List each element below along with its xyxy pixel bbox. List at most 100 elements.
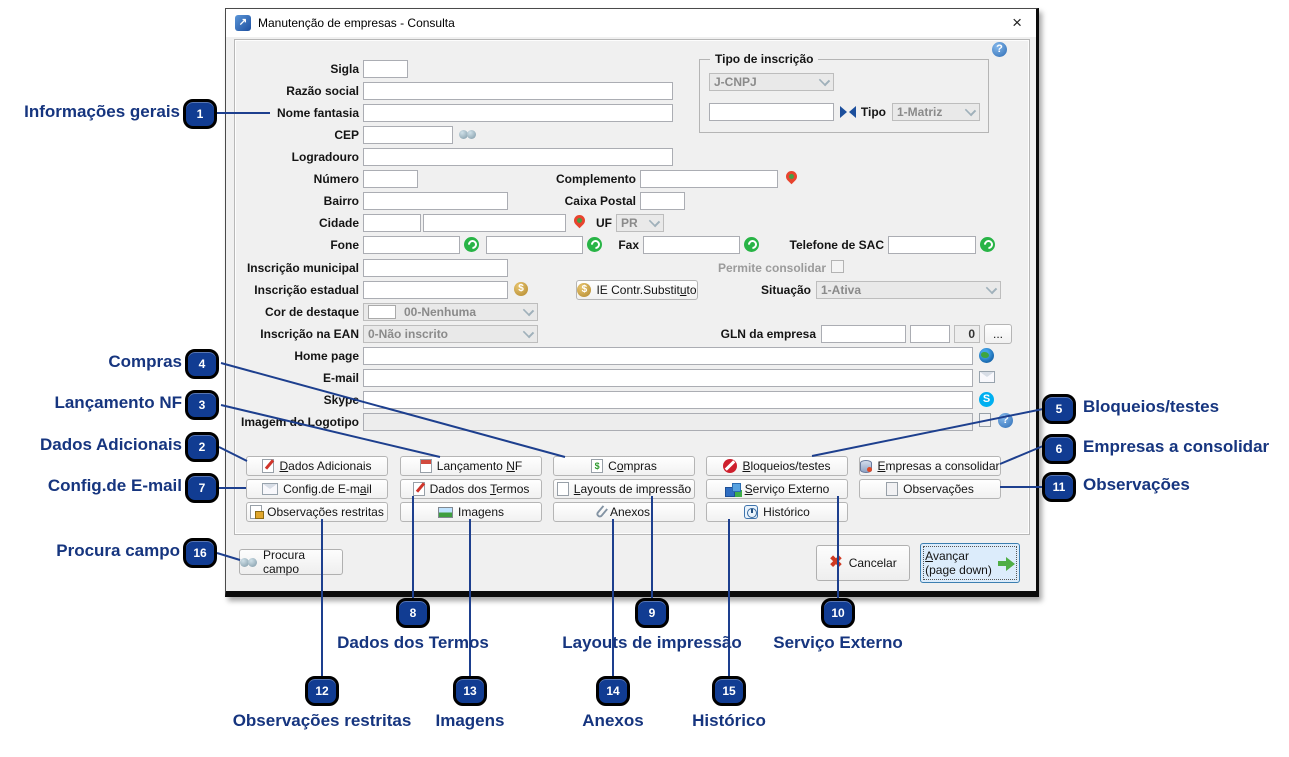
- dados-termos-button[interactable]: Dados dos Termos: [400, 479, 542, 499]
- email-input[interactable]: [363, 369, 973, 387]
- inscricao-municipal-input[interactable]: [363, 259, 508, 277]
- config-email-button[interactable]: Config.de E-mail: [246, 479, 388, 499]
- callout-label-dados-termos: Dados dos Termos: [337, 633, 489, 652]
- callout-label-observacoes-restritas: Observações restritas: [232, 711, 412, 730]
- skype-icon[interactable]: [979, 392, 994, 407]
- callout-badge-6: 6: [1042, 434, 1076, 464]
- nome-fantasia-input[interactable]: [363, 104, 673, 122]
- dados-adicionais-button[interactable]: Dados Adicionais: [246, 456, 388, 476]
- close-icon[interactable]: ×: [1012, 13, 1022, 32]
- gln-input[interactable]: [821, 325, 906, 343]
- bloqueios-testes-button[interactable]: Bloqueios/testes: [706, 456, 848, 476]
- button-label: Observações: [903, 482, 974, 496]
- block-icon: [723, 459, 738, 473]
- caixa-postal-input[interactable]: [640, 192, 685, 210]
- dialog-manutencao-empresas: Manutenção de empresas - Consulta × Sigl…: [225, 8, 1039, 597]
- receita-federal-icon[interactable]: [840, 106, 856, 118]
- whatsapp-icon[interactable]: [980, 237, 995, 252]
- imagens-button[interactable]: Imagens: [400, 502, 542, 522]
- inscricao-estadual-input[interactable]: [363, 281, 508, 299]
- terms-pencil-icon: [412, 482, 425, 496]
- inscricao-ean-select: 0-Não inscrito: [363, 325, 538, 343]
- inscricao-ean-label: Inscrição na EAN: [260, 327, 359, 341]
- cep-label: CEP: [334, 128, 359, 142]
- logradouro-label: Logradouro: [291, 150, 359, 164]
- gold-coin-icon[interactable]: [514, 282, 528, 296]
- observacoes-restritas-button[interactable]: Observações restritas: [246, 502, 388, 522]
- chevron-down-icon: [985, 282, 998, 295]
- avancar-sublabel: (page down): [925, 563, 992, 577]
- callout-badge-16: 16: [183, 538, 217, 568]
- home-page-input[interactable]: [363, 347, 973, 365]
- numero-input[interactable]: [363, 170, 418, 188]
- skype-input[interactable]: [363, 391, 973, 409]
- uf-label: UF: [596, 216, 612, 230]
- chevron-down-icon: [964, 104, 977, 117]
- cidade-codigo-input[interactable]: [363, 214, 421, 232]
- help-icon[interactable]: [998, 413, 1013, 428]
- paperclip-icon: [594, 505, 609, 519]
- avancar-button[interactable]: Avançar (page down): [920, 543, 1020, 583]
- button-label: Compras: [608, 459, 657, 473]
- complemento-input[interactable]: [640, 170, 778, 188]
- image-icon: [437, 506, 453, 518]
- imagem-logotipo-input: [363, 413, 973, 431]
- purchase-doc-icon: [591, 459, 604, 473]
- title-bar: Manutenção de empresas - Consulta ×: [226, 9, 1036, 37]
- telefone-sac-input[interactable]: [888, 236, 976, 254]
- tipo-inscricao-legend: Tipo de inscrição: [710, 52, 819, 66]
- invoice-icon: [419, 459, 432, 473]
- whatsapp-icon[interactable]: [464, 237, 479, 252]
- historico-button[interactable]: Histórico: [706, 502, 848, 522]
- document-icon[interactable]: [979, 413, 991, 427]
- razao-social-input[interactable]: [363, 82, 673, 100]
- button-label: Lançamento NF: [436, 459, 523, 473]
- envelope-icon[interactable]: [979, 371, 995, 383]
- cancelar-button[interactable]: ✖ Cancelar: [816, 545, 910, 581]
- button-label: Histórico: [763, 505, 810, 519]
- compras-button[interactable]: Compras: [553, 456, 695, 476]
- cidade-nome-input[interactable]: [423, 214, 566, 232]
- logradouro-input[interactable]: [363, 148, 673, 166]
- imagem-logotipo-label: Imagem do Logotipo: [241, 415, 359, 429]
- chevron-down-icon: [522, 304, 535, 317]
- procura-campo-button[interactable]: Procura campo: [239, 548, 343, 576]
- layouts-impressao-button[interactable]: Layouts de impressão: [553, 479, 695, 499]
- observacoes-button[interactable]: Observações: [859, 479, 1001, 499]
- chevron-down-icon: [522, 326, 535, 339]
- sigla-input[interactable]: [363, 60, 408, 78]
- whatsapp-icon[interactable]: [744, 237, 759, 252]
- fone1-input[interactable]: [363, 236, 460, 254]
- callout-badge-11: 11: [1042, 472, 1076, 502]
- fone2-input[interactable]: [486, 236, 583, 254]
- callout-label-layouts-impressao: Layouts de impressão: [562, 633, 742, 652]
- envelope-icon: [262, 483, 279, 495]
- bairro-input[interactable]: [363, 192, 508, 210]
- empresas-consolidar-button[interactable]: Empresas a consolidar: [859, 456, 1001, 476]
- cep-input[interactable]: [363, 126, 453, 144]
- uf-select: PR: [616, 214, 664, 232]
- lancamento-nf-button[interactable]: Lançamento NF: [400, 456, 542, 476]
- cidade-label: Cidade: [318, 216, 359, 230]
- globe-icon[interactable]: [979, 348, 994, 363]
- document-icon: [556, 482, 569, 496]
- callout-label-imagens: Imagens: [435, 711, 505, 730]
- database-icon: [860, 459, 873, 473]
- help-icon[interactable]: [992, 42, 1007, 57]
- cnpj-input[interactable]: [709, 103, 834, 121]
- chevron-down-icon: [818, 74, 831, 87]
- gln-more-button[interactable]: ...: [984, 324, 1012, 344]
- cor-destaque-select: 00-Nenhuma: [363, 303, 538, 321]
- fax-input[interactable]: [643, 236, 740, 254]
- binoculars-icon[interactable]: [459, 129, 476, 140]
- gln-digito-input[interactable]: [910, 325, 950, 343]
- tipo-select: 1-Matriz: [892, 103, 980, 121]
- servico-externo-button[interactable]: Serviço Externo: [706, 479, 848, 499]
- green-arrow-icon: [997, 556, 1015, 571]
- ie-contr-substituto-button[interactable]: IE Contr.Substituto: [576, 280, 698, 300]
- anexos-button[interactable]: Anexos: [553, 502, 695, 522]
- ie-contr-substituto-label: IE Contr.Substituto: [596, 283, 697, 297]
- locked-note-icon: [250, 505, 265, 519]
- numero-label: Número: [313, 172, 359, 186]
- whatsapp-icon[interactable]: [587, 237, 602, 252]
